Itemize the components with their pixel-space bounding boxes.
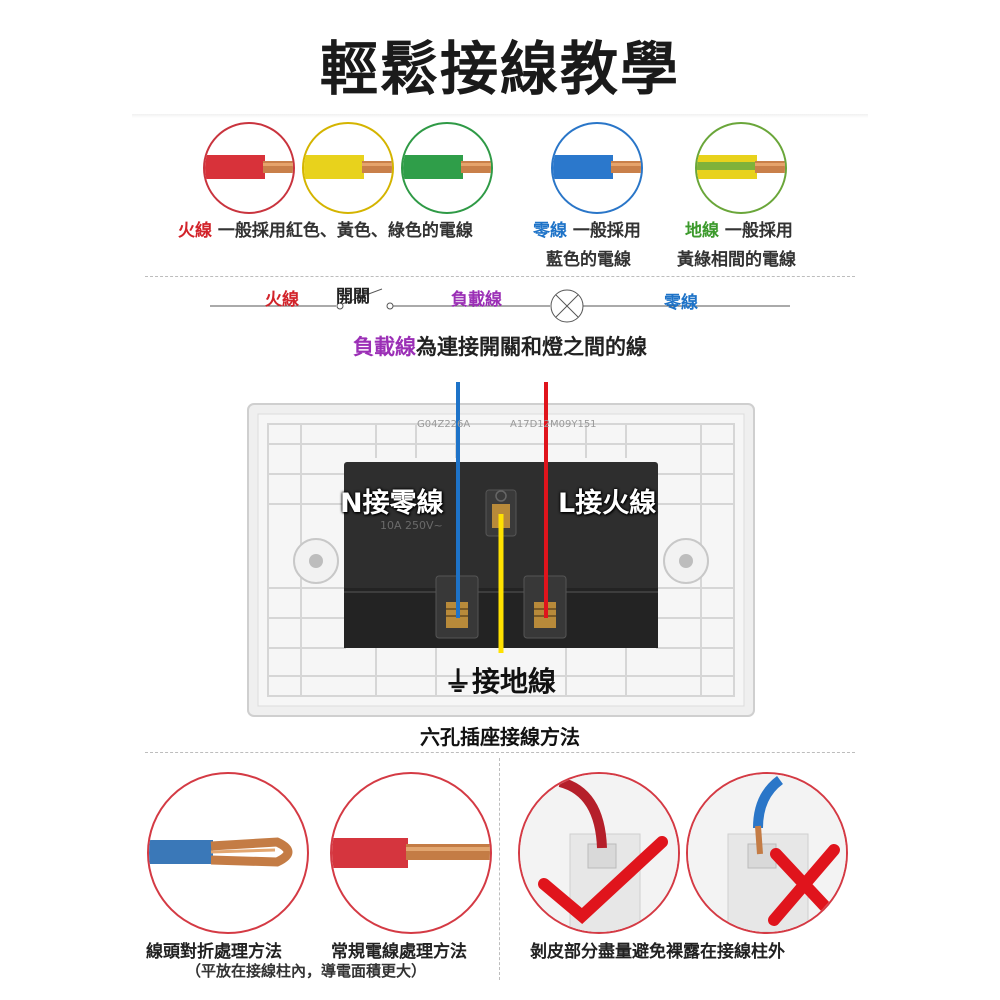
socket-code-left: G04Z226A — [417, 419, 471, 430]
neutral-wire-text2: 藍色的電線 — [546, 250, 631, 270]
live-wire-description: 火線 一般採用紅色、黃色、綠色的電線 — [178, 216, 473, 241]
red-wire-sample — [203, 122, 295, 214]
wrong-example-circle — [686, 772, 848, 934]
ground-wire-label: 地線 — [685, 221, 719, 241]
straight-wire-caption: 常規電線處理方法 — [331, 942, 467, 962]
neutral-wire-description: 零線 一般採用 — [533, 216, 641, 241]
green-wire-sample — [401, 122, 493, 214]
section-divider-2 — [145, 752, 855, 753]
left-screw-hole-icon — [293, 538, 339, 584]
load-description-highlight: 負載線 — [353, 335, 416, 359]
ground-symbol-icon: ⏚ — [444, 665, 473, 698]
yellow-green-wire-icon — [697, 155, 785, 179]
blue-wire-icon — [553, 155, 641, 179]
cross-mark-icon — [768, 844, 840, 926]
socket-rating: 10A 250V~ — [380, 519, 443, 532]
wrong-example-icon — [688, 774, 846, 932]
circuit-live-label: 火線 — [265, 290, 299, 310]
neutral-wire-text1: 一般採用 — [572, 221, 641, 241]
live-wire-label: 火線 — [178, 221, 212, 241]
circuit-switch-label: 開關 — [336, 287, 370, 307]
ground-wire-description: 地線 一般採用 — [685, 216, 793, 241]
load-description-text: 為連接開關和燈之間的線 — [416, 335, 647, 359]
ground-wire-text2: 黃綠相間的電線 — [677, 250, 796, 270]
right-screw-hole-icon — [663, 538, 709, 584]
check-mark-icon — [538, 836, 668, 925]
folded-wire-circle — [147, 772, 309, 934]
yellow-wire-icon — [304, 155, 392, 179]
ground-wire-text1: 一般採用 — [724, 221, 793, 241]
title-divider — [132, 114, 868, 118]
correct-example-icon — [520, 774, 678, 932]
green-wire-icon — [403, 155, 491, 179]
red-wire-icon — [205, 155, 293, 179]
folded-wire-caption: 線頭對折處理方法 — [146, 942, 282, 962]
socket-caption: 六孔插座接線方法 — [420, 725, 580, 749]
bottom-vertical-divider — [499, 758, 500, 980]
socket-code-right: A17D12M09Y151 — [510, 419, 597, 430]
circuit-load-label: 負載線 — [451, 290, 502, 310]
stripping-caption: 剝皮部分盡量避免裸露在接線柱外 — [530, 942, 785, 962]
straight-wire-circle — [330, 772, 492, 934]
straight-wire-icon — [332, 838, 490, 868]
socket-illustration — [247, 382, 755, 717]
l-live-label: L接火線 — [558, 488, 657, 519]
ground-wire-label-main: ⏚接地線 — [444, 660, 556, 700]
n-neutral-label: N接零線 — [340, 488, 444, 519]
page-title: 輕鬆接線教學 — [319, 35, 680, 103]
straight-wire-subcaption: （平放在接線柱內，導電面積更大） — [186, 962, 427, 980]
live-wire-text: 一般採用紅色、黃色、綠色的電線 — [217, 221, 473, 241]
yellow-wire-sample — [302, 122, 394, 214]
correct-example-circle — [518, 772, 680, 934]
neutral-wire-label: 零線 — [533, 221, 567, 241]
ground-wire-label-text: 接地線 — [472, 665, 557, 698]
yellow-green-wire-sample — [695, 122, 787, 214]
load-description: 負載線為連接開關和燈之間的線 — [0, 331, 1000, 361]
section-divider-1 — [145, 276, 855, 277]
circuit-diagram — [210, 288, 790, 323]
blue-wire-sample — [551, 122, 643, 214]
circuit-neutral-label: 零線 — [664, 293, 698, 313]
folded-wire-icon — [149, 837, 293, 867]
